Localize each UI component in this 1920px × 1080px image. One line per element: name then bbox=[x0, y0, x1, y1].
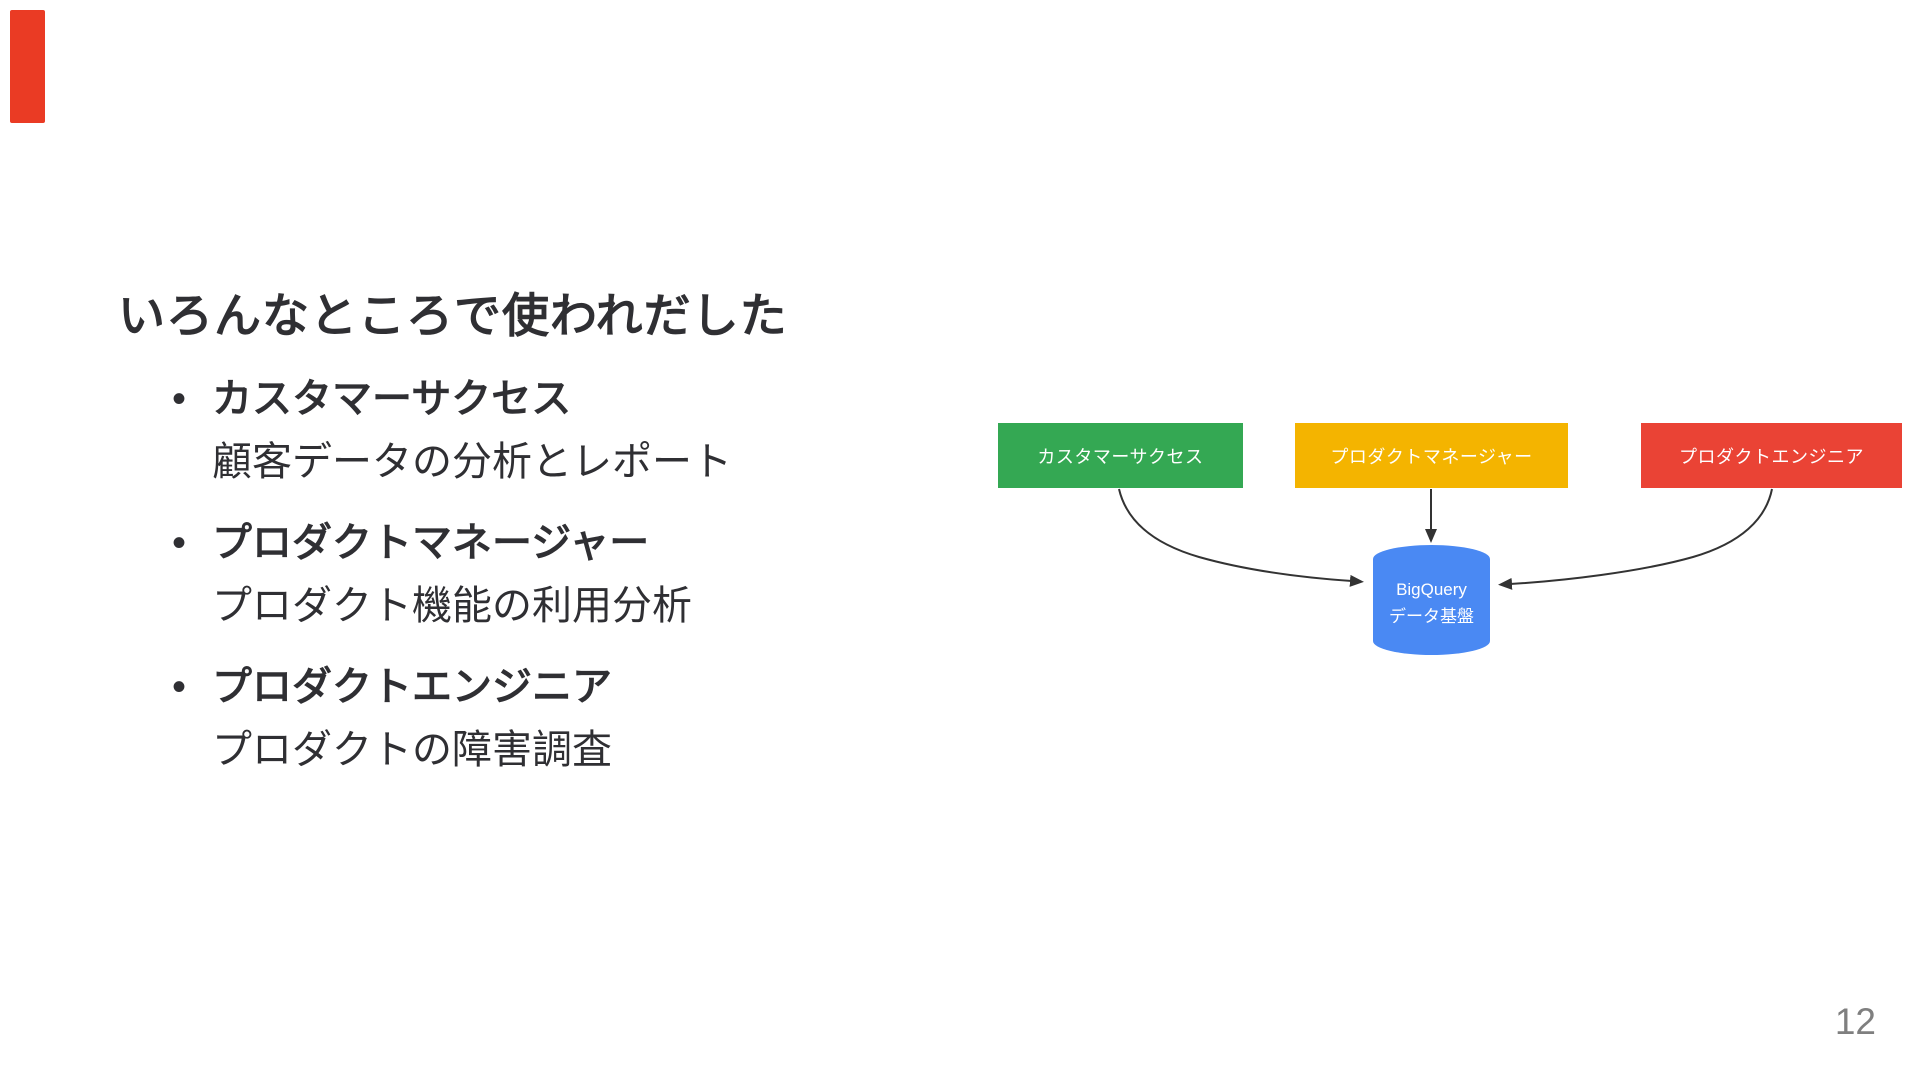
slide-title: いろんなところで使われだした bbox=[118, 289, 788, 342]
list-term: カスタマーサクセス bbox=[212, 377, 572, 421]
arrow-product-engineer-to-bigquery bbox=[1498, 488, 1773, 590]
list-term: プロダクトエンジニア bbox=[212, 665, 612, 709]
list-description: プロダクトの障害調査 bbox=[212, 728, 612, 772]
node-label: プロダクトエンジニア bbox=[1679, 446, 1864, 467]
list-description: 顧客データの分析とレポート bbox=[212, 440, 732, 484]
list-description: プロダクト機能の利用分析 bbox=[212, 584, 692, 628]
node-label: カスタマーサクセス bbox=[1037, 446, 1204, 467]
accent-bar bbox=[10, 10, 45, 123]
list-term: プロダクトマネージャー bbox=[212, 521, 650, 565]
node-customer-success: カスタマーサクセス bbox=[998, 423, 1243, 488]
arrow-customer-success-to-bigquery bbox=[1118, 488, 1364, 587]
bigquery-label: BigQuery bbox=[1396, 579, 1467, 599]
node-product-manager: プロダクトマネージャー bbox=[1295, 423, 1568, 488]
list-item-product-manager: プロダクトマネージャー プロダクト機能の利用分析 bbox=[120, 512, 732, 638]
node-bigquery-database: BigQuery データ基盤 bbox=[1373, 545, 1490, 655]
usage-list: カスタマーサクセス 顧客データの分析とレポート プロダクトマネージャー プロダク… bbox=[120, 368, 732, 800]
list-item-product-engineer: プロダクトエンジニア プロダクトの障害調査 bbox=[120, 656, 732, 782]
node-product-engineer: プロダクトエンジニア bbox=[1641, 423, 1902, 488]
node-label: プロダクトマネージャー bbox=[1330, 446, 1533, 467]
list-item-customer-success: カスタマーサクセス 顧客データの分析とレポート bbox=[120, 368, 732, 494]
data-platform-label: データ基盤 bbox=[1389, 607, 1474, 626]
page-number: 12 bbox=[1834, 1001, 1876, 1043]
